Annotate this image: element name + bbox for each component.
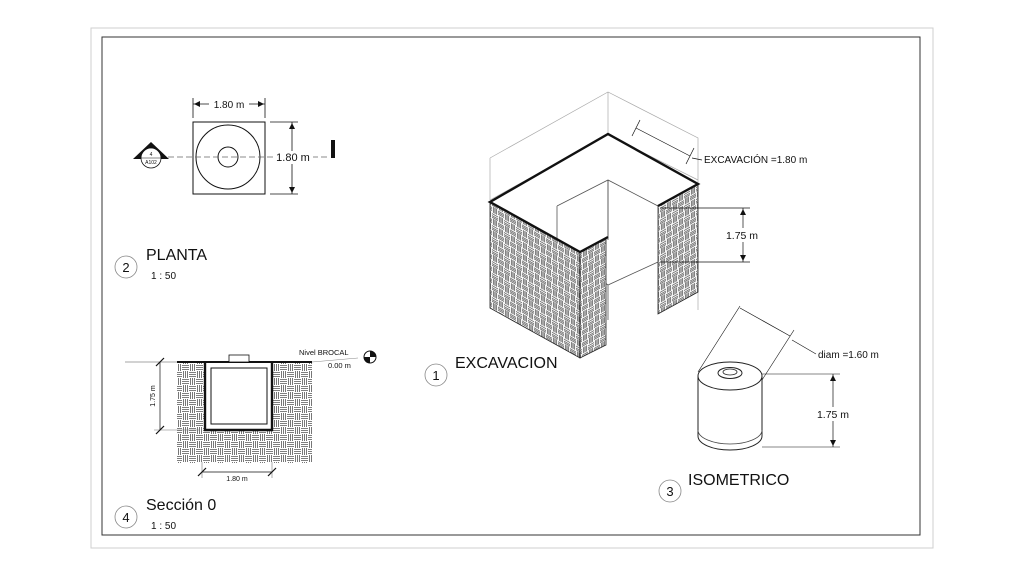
isometric-title: ISOMETRICO — [688, 472, 789, 489]
plan-width-arrow-right — [258, 101, 264, 107]
manhole-box — [210, 367, 268, 425]
plan-title: PLANTA — [146, 247, 207, 264]
cylinder-diam-ext2 — [761, 329, 795, 381]
pit-outline — [203, 362, 274, 432]
section-title-bubble — [114, 505, 138, 529]
section-marker-number: 4 — [150, 152, 153, 158]
excavation-title-bubble — [424, 363, 448, 387]
excavation-dim: EXCAVACIÓN =1.80 m — [704, 153, 807, 166]
section-width-dim: 1.80 m — [226, 476, 248, 483]
isometric-title-number: 3 — [666, 484, 673, 499]
plan-view: 1.80 m 1.80 m 4 A102 2 PLANTA 1 : 50 — [114, 97, 335, 282]
cylinder-height-arrow-top — [830, 375, 836, 381]
section-title-number: 4 — [122, 510, 129, 525]
section-width-tick-left — [197, 467, 207, 477]
outer-frame — [90, 27, 934, 549]
section-marker-sheet: A102 — [145, 160, 157, 166]
excavation-title: EXCAVACION — [455, 355, 558, 372]
inner-frame — [101, 36, 921, 536]
excavation-dim-ext2 — [685, 147, 695, 165]
isometric-view: diam =1.60 m 1.75 m 3 ISOMETRICO — [658, 305, 879, 503]
plan-height-dim-bg — [273, 151, 313, 164]
excavation-dim-line — [635, 127, 691, 157]
plan-square — [192, 121, 266, 195]
level-symbol-icon — [363, 350, 377, 364]
excavation-wall-left — [489, 201, 581, 359]
plan-title-bubble — [114, 255, 138, 279]
soil-hatch-bottom — [177, 430, 312, 463]
isometric-title-bubble — [658, 479, 682, 503]
excavation-top-edge — [487, 132, 701, 254]
excavation-dim-ext1 — [631, 119, 641, 137]
soil-hatch-left — [177, 362, 205, 430]
cylinder-opening — [722, 368, 738, 376]
excavation-depth-dim: 1.75 m — [726, 230, 758, 242]
cylinder-base-ring — [697, 429, 763, 445]
plan-scale: 1 : 50 — [151, 271, 176, 282]
excavation-depth-arrow-top — [740, 209, 746, 215]
plan-width-dim: 1.80 m — [214, 100, 245, 111]
excavation-wall-front — [579, 237, 607, 359]
excavation-view: EXCAVACIÓN =1.80 m 1.75 m 1 EXCAVACION — [424, 91, 807, 387]
plan-width-dim-bg — [209, 97, 249, 110]
plan-title-number: 2 — [122, 260, 129, 275]
section-depth-dim: 1.75 m — [150, 385, 157, 407]
section-depth-tick-top — [155, 357, 165, 367]
cylinder-diam-dim: diam =1.60 m — [818, 350, 879, 361]
section-view: Nivel BROCAL 0.00 m 1.75 m 1.80 m 4 Secc… — [114, 348, 377, 532]
plan-height-dim: 1.80 m — [276, 152, 310, 164]
excavation-title-number: 1 — [432, 368, 439, 383]
cylinder-diam-leader — [791, 339, 817, 355]
section-title: Sección 0 — [146, 497, 216, 514]
excavation-depth-arrow-bottom — [740, 255, 746, 261]
cylinder-height-dim: 1.75 m — [817, 409, 849, 421]
excavation-inner-edges — [607, 180, 659, 262]
section-cut-marker-left: 4 A102 — [133, 142, 169, 169]
section-cut-marker-right — [331, 140, 335, 158]
plan-width-arrow-left — [194, 101, 200, 107]
soil-hatch-right — [272, 362, 312, 430]
level-value: 0.00 m — [328, 361, 351, 370]
cylinder-height-arrow-bottom — [830, 440, 836, 446]
excavation-ghost-box — [489, 91, 699, 310]
level-label: Nivel BROCAL — [299, 348, 349, 357]
manhole-collar — [228, 354, 250, 363]
excavation-depth-dim-bg — [722, 228, 764, 242]
plan-height-arrow-top — [289, 123, 295, 129]
level-line — [311, 357, 359, 363]
cylinder-diam-dim-line — [739, 307, 791, 337]
section-width-tick-right — [267, 467, 277, 477]
cylinder-diam-ext1 — [697, 305, 741, 373]
plan-height-arrow-bottom — [289, 187, 295, 193]
excavation-dim-leader — [691, 157, 703, 161]
cylinder-height-dim-bg — [812, 407, 854, 421]
section-depth-tick-bottom — [155, 425, 165, 435]
section-scale: 1 : 50 — [151, 521, 176, 532]
cylinder-body — [697, 376, 763, 451]
